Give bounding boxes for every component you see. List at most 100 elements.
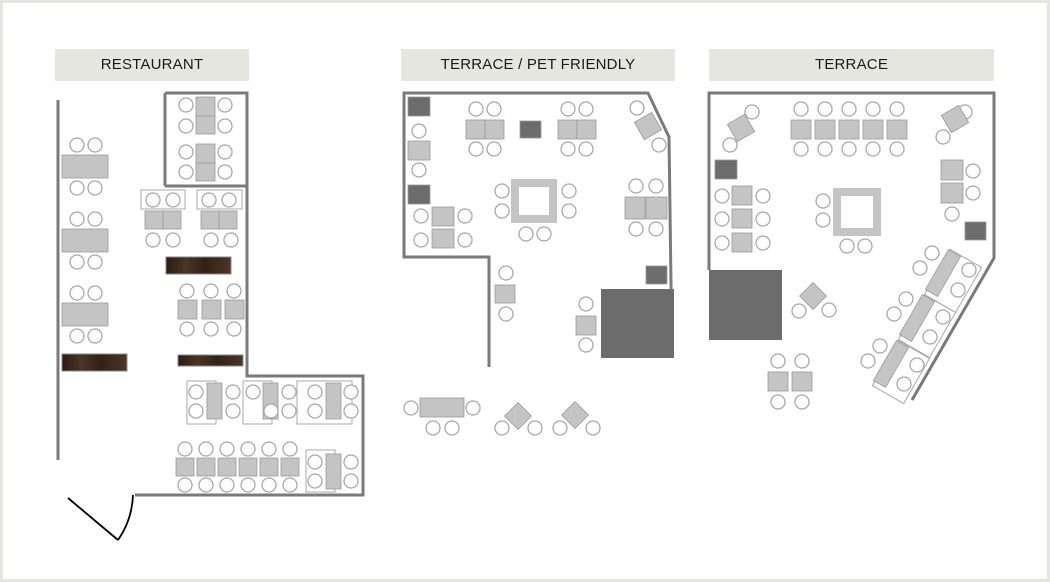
chair — [518, 226, 534, 242]
booth-outline — [140, 189, 186, 210]
chair — [457, 208, 473, 224]
chair — [561, 183, 577, 199]
chair — [178, 144, 194, 160]
chair — [560, 141, 576, 157]
table — [886, 119, 908, 140]
table — [798, 281, 828, 311]
table — [838, 119, 860, 140]
chair — [225, 403, 241, 419]
chair — [343, 384, 359, 400]
table — [61, 154, 109, 179]
chair — [578, 101, 594, 117]
table — [624, 196, 646, 220]
chair — [444, 420, 460, 436]
service-counter — [601, 289, 674, 358]
chair — [909, 357, 925, 373]
table — [196, 457, 216, 477]
table — [898, 294, 936, 342]
terrace-pet-friendly-wall — [402, 91, 674, 367]
table — [731, 208, 753, 229]
chair — [648, 221, 664, 237]
chair — [87, 180, 103, 196]
chair — [411, 162, 427, 178]
chair — [578, 337, 594, 353]
chair — [944, 206, 960, 222]
table — [494, 284, 516, 304]
chair — [177, 441, 193, 457]
chair — [841, 101, 857, 117]
chair — [865, 141, 881, 157]
table — [465, 119, 486, 140]
terrace-area — [707, 91, 996, 410]
chair — [307, 473, 323, 489]
chair — [935, 309, 951, 325]
chair — [178, 164, 194, 180]
table — [560, 400, 590, 430]
table — [484, 119, 505, 140]
restaurant-wall — [135, 91, 365, 497]
chair — [261, 477, 277, 493]
table — [767, 371, 789, 392]
table — [325, 382, 342, 420]
table — [557, 119, 578, 140]
chair — [219, 441, 235, 457]
restaurant-label: RESTAURANT — [55, 49, 249, 81]
chair — [217, 164, 233, 180]
chair — [585, 420, 601, 436]
booth-outline — [196, 189, 243, 210]
chair — [578, 141, 594, 157]
chair — [794, 353, 810, 369]
table — [431, 206, 455, 227]
chair — [413, 232, 429, 248]
chair — [578, 296, 594, 312]
table — [872, 340, 910, 388]
table — [238, 457, 258, 477]
chair — [560, 101, 576, 117]
chair — [226, 321, 242, 337]
chair — [87, 211, 103, 227]
chair — [486, 101, 502, 117]
dark-table — [964, 221, 987, 241]
chair — [87, 285, 103, 301]
chair — [219, 477, 235, 493]
chair — [223, 232, 239, 248]
table — [633, 111, 663, 141]
dark-table — [407, 96, 431, 117]
restaurant-area — [56, 91, 365, 541]
table — [790, 119, 812, 140]
table — [419, 397, 465, 418]
chair — [722, 137, 738, 153]
chair — [281, 403, 297, 419]
chair — [896, 376, 912, 392]
chair — [794, 394, 810, 410]
chair — [815, 193, 831, 209]
chair — [343, 473, 359, 489]
terrace-pet-friendly-label: TERRACE / PET FRIENDLY — [401, 49, 675, 81]
table — [177, 299, 198, 320]
chair — [755, 188, 771, 204]
chair — [188, 384, 204, 400]
chair — [307, 403, 323, 419]
chair — [198, 441, 214, 457]
table — [259, 457, 279, 477]
chair — [468, 141, 484, 157]
chair — [165, 192, 181, 208]
chair — [793, 101, 809, 117]
table — [200, 210, 220, 230]
chair — [561, 203, 577, 219]
chair — [69, 285, 85, 301]
chair — [494, 183, 510, 199]
chair — [69, 137, 85, 153]
chair — [857, 238, 873, 254]
square-bar — [833, 188, 881, 236]
chair — [201, 192, 217, 208]
service-counter — [709, 270, 782, 340]
table — [201, 299, 222, 320]
table — [61, 302, 109, 327]
chair — [343, 403, 359, 419]
chair — [714, 188, 730, 204]
chair — [245, 384, 261, 400]
chair — [648, 178, 664, 194]
chair — [628, 178, 644, 194]
